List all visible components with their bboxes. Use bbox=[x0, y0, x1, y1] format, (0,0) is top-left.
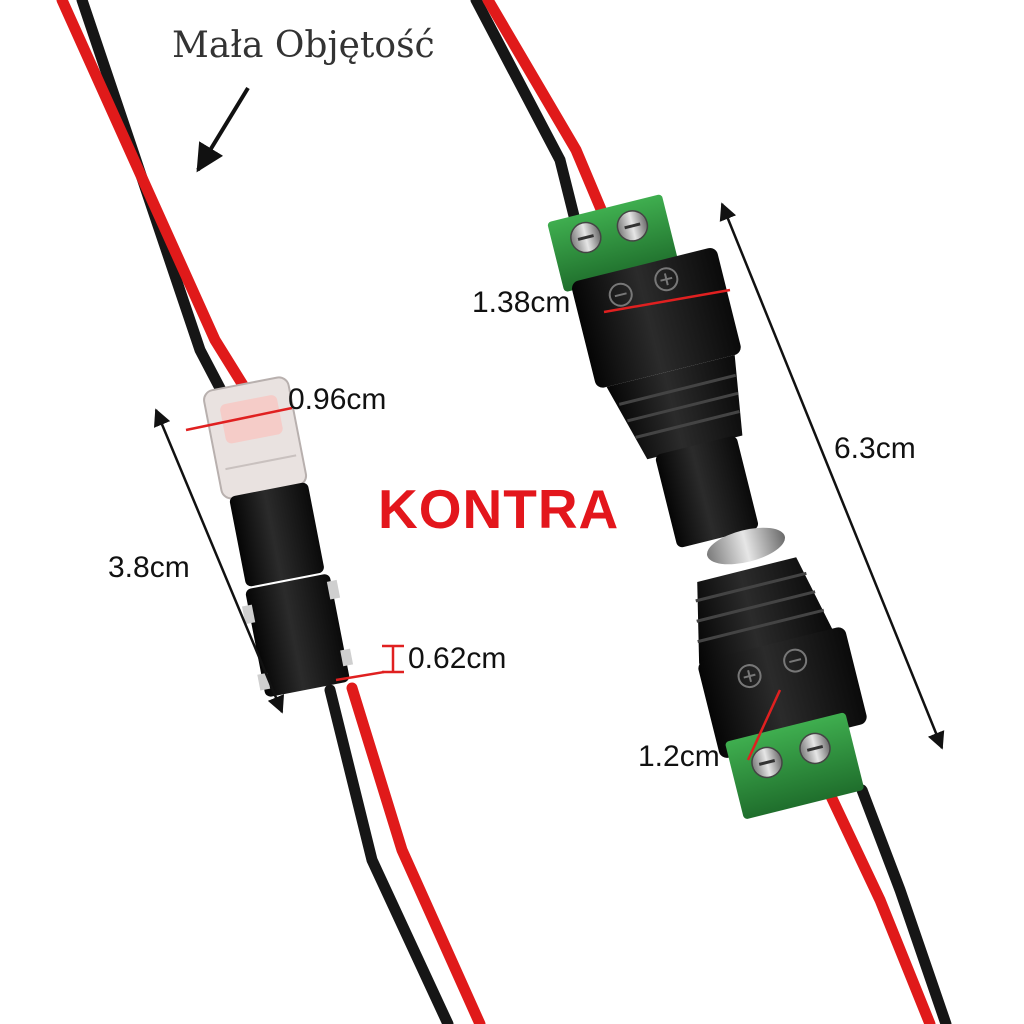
plus-symbol bbox=[654, 267, 679, 292]
minus-symbol bbox=[608, 282, 633, 307]
versus-label: KONTRA bbox=[378, 478, 620, 540]
bottom-screw-left-slot bbox=[758, 759, 776, 766]
top-terminal-width-mark bbox=[603, 288, 731, 314]
pointer-arrow bbox=[196, 86, 250, 173]
small-volume-title: Mała Objętość bbox=[172, 25, 435, 66]
small-connector-head-width-label: 0.96cm bbox=[288, 383, 387, 416]
top-screw-left-slot bbox=[577, 234, 594, 241]
dc-connector-length-label: 6.3cm bbox=[834, 432, 916, 465]
latch-bottom-right bbox=[340, 648, 354, 667]
rib-2 bbox=[627, 391, 739, 423]
small-connector-wires bbox=[56, 0, 486, 1024]
top-black-housing bbox=[571, 248, 741, 388]
small-length-arrow bbox=[153, 408, 285, 714]
small-connector-tail-width-label: 0.62cm bbox=[408, 642, 507, 675]
small-top-red-wire bbox=[56, 0, 252, 396]
small-top-black-wire bbox=[76, 0, 228, 398]
upper-black-body bbox=[229, 482, 324, 587]
tail-width-mark bbox=[335, 670, 385, 682]
dc-length-arrow bbox=[719, 202, 945, 750]
dc-connector-wires bbox=[470, 0, 952, 1024]
dc-bottom-red-wire bbox=[822, 784, 936, 1024]
dc-male-connector bbox=[695, 557, 867, 819]
top-screw-right-slot bbox=[624, 222, 641, 230]
dc-bottom-black-wire bbox=[856, 784, 952, 1024]
dc-top-black-wire bbox=[470, 0, 584, 238]
dc-top-terminal-width-label: 1.38cm bbox=[472, 286, 571, 319]
rib-1 bbox=[618, 373, 736, 406]
dc-bottom-terminal-width-label: 1.2cm bbox=[638, 740, 720, 773]
small-bottom-black-wire bbox=[324, 684, 454, 1024]
small-bottom-red-wire bbox=[346, 682, 486, 1024]
plus-symbol-v bbox=[663, 273, 669, 286]
small-connector-length-label: 3.8cm bbox=[108, 551, 190, 584]
dc-top-red-wire bbox=[482, 0, 614, 232]
latch-right bbox=[326, 579, 341, 600]
minus-symbol-bar bbox=[614, 292, 627, 298]
